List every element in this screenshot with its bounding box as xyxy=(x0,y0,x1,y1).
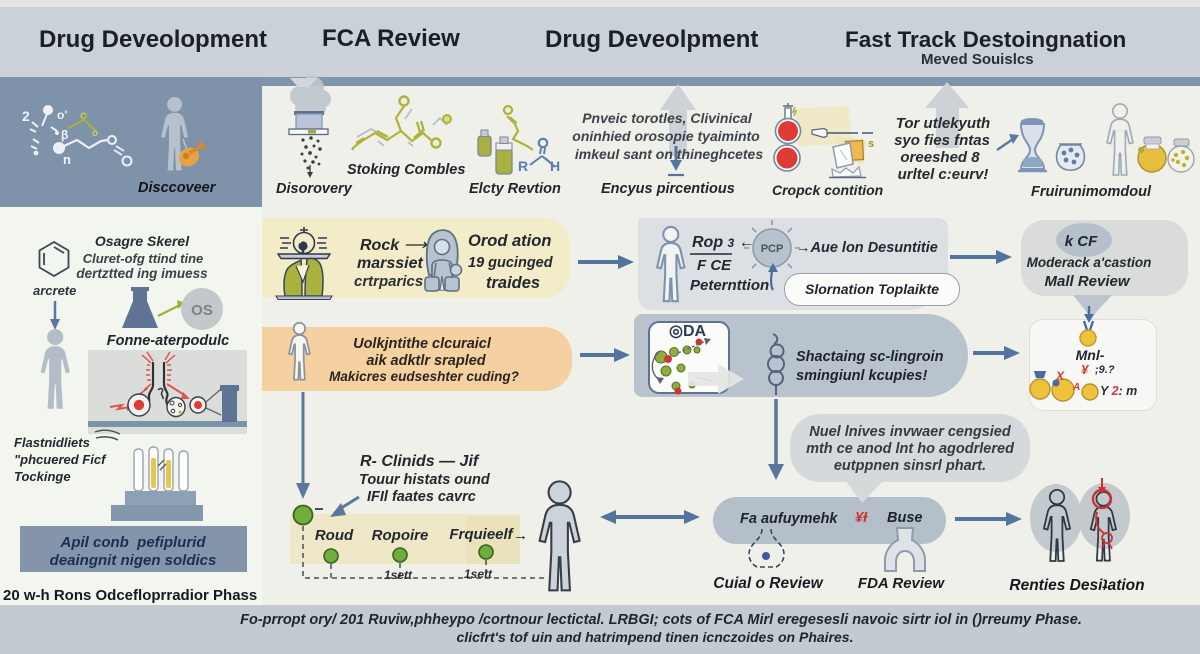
svg-text:c: c xyxy=(80,108,87,122)
svg-text:o': o' xyxy=(57,108,67,122)
svg-text:ѕ: ѕ xyxy=(868,138,874,150)
svg-text:OS: OS xyxy=(191,302,213,319)
svg-text:H: H xyxy=(550,158,560,174)
svg-text:PCP: PCP xyxy=(761,243,784,255)
svg-text:β: β xyxy=(61,128,68,142)
svg-text:o: o xyxy=(92,128,98,139)
svg-text:n: n xyxy=(63,152,71,167)
svg-text:2: 2 xyxy=(22,108,30,124)
svg-text:R: R xyxy=(518,158,528,174)
